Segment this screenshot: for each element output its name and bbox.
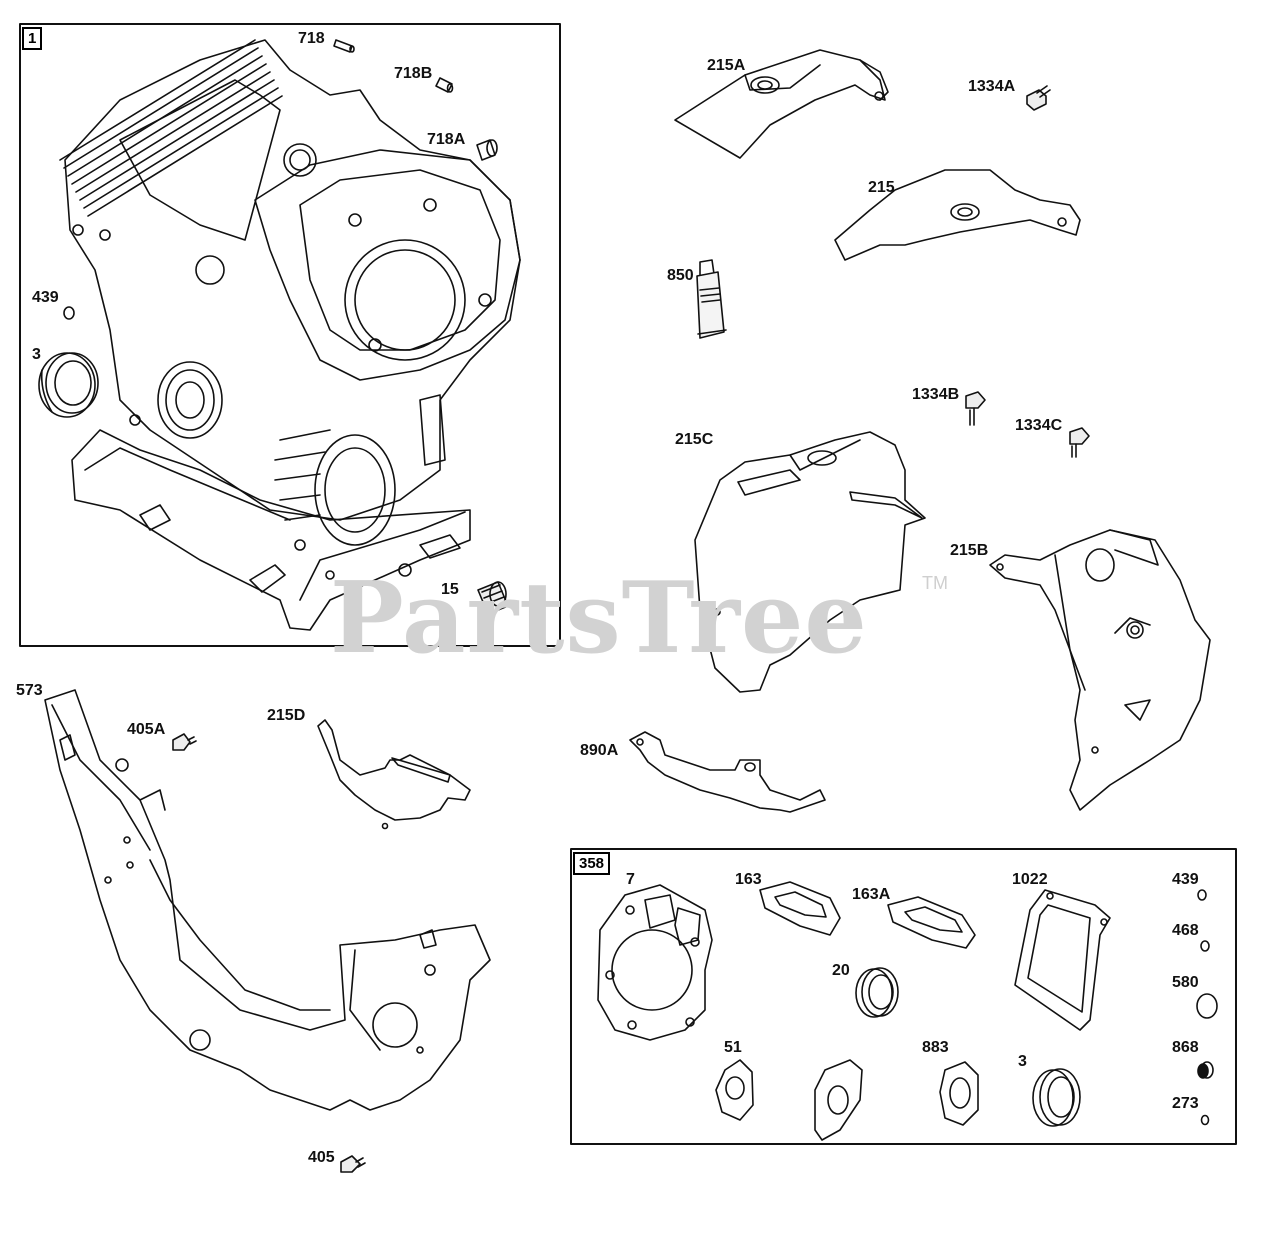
label-gasket-163A[interactable]: 163A (852, 886, 891, 903)
label-15[interactable]: 15 (441, 581, 459, 598)
screw-1334A-drawing (1027, 86, 1050, 110)
shroud-215-drawing (835, 170, 1080, 260)
gasket-unlabeled-drawing (815, 1060, 862, 1140)
gasket-51-drawing (716, 1060, 753, 1120)
label-oring-273[interactable]: 273 (1172, 1095, 1199, 1112)
gasket-1022-drawing (1015, 890, 1110, 1030)
label-890A[interactable]: 890A (580, 742, 619, 759)
oring-439-drawing (64, 307, 74, 319)
label-1334B[interactable]: 1334B (912, 386, 960, 403)
engine-block-drawing (60, 40, 520, 630)
screw-405A-drawing (173, 734, 196, 750)
box-tag-gasket-set: 358 (573, 852, 611, 875)
gasket-163-drawing (760, 882, 840, 935)
oring-273-drawing (1202, 1116, 1209, 1125)
gasket-set-frame (571, 849, 1236, 1144)
label-215B[interactable]: 215B (950, 542, 989, 559)
seal-3-set-drawing (1033, 1069, 1080, 1126)
oring-439-set-drawing (1198, 890, 1206, 900)
label-gasket-883[interactable]: 883 (922, 1039, 949, 1056)
label-oring-468[interactable]: 468 (1172, 922, 1199, 939)
engine-block-frame (20, 24, 560, 646)
plug-868-drawing (1198, 1062, 1213, 1078)
shroud-215A-drawing (675, 50, 888, 158)
label-718B[interactable]: 718B (394, 65, 433, 82)
shroud-215B-drawing (990, 530, 1210, 810)
label-1334A[interactable]: 1334A (968, 78, 1016, 95)
screw-405-drawing (341, 1156, 365, 1172)
box-tag-engine-block: 1 (22, 27, 43, 50)
seal-20-drawing (856, 968, 898, 1017)
bracket-890A-drawing (630, 732, 825, 812)
gasket-163A-drawing (888, 897, 975, 948)
oil-seal-3-drawing (39, 353, 98, 417)
label-gasket-51[interactable]: 51 (724, 1039, 742, 1056)
label-gasket-163[interactable]: 163 (735, 871, 762, 888)
plug-15-drawing (478, 582, 508, 614)
label-3[interactable]: 3 (32, 346, 41, 363)
bracket-215D-drawing (318, 720, 470, 829)
label-seal-3-set[interactable]: 3 (1018, 1053, 1027, 1070)
dowel-718-drawing (334, 40, 354, 52)
cover-573-drawing (45, 690, 490, 1110)
label-215D[interactable]: 215D (267, 707, 306, 724)
oring-468-drawing (1201, 941, 1209, 951)
watermark: PartsTree (330, 561, 868, 676)
label-oring-439[interactable]: 439 (1172, 871, 1199, 888)
head-gasket-7-drawing (598, 885, 712, 1040)
label-718[interactable]: 718 (298, 30, 325, 47)
label-718A[interactable]: 718A (427, 131, 466, 148)
label-215C[interactable]: 215C (675, 431, 714, 448)
label-573[interactable]: 573 (16, 682, 43, 699)
shroud-215C-drawing (695, 432, 925, 692)
label-plug-868[interactable]: 868 (1172, 1039, 1199, 1056)
label-gasket-7[interactable]: 7 (626, 871, 635, 888)
label-850[interactable]: 850 (667, 267, 694, 284)
label-oring-580[interactable]: 580 (1172, 974, 1199, 991)
oring-580-drawing (1197, 994, 1217, 1018)
label-1334C[interactable]: 1334C (1015, 417, 1063, 434)
label-215A[interactable]: 215A (707, 57, 746, 74)
label-405A[interactable]: 405A (127, 721, 166, 738)
bushing-718A-drawing (477, 140, 497, 160)
label-215[interactable]: 215 (868, 179, 895, 196)
dowel-718B-drawing (436, 78, 453, 92)
label-seal-20[interactable]: 20 (832, 962, 850, 979)
label-405[interactable]: 405 (308, 1149, 335, 1166)
gasket-883-drawing (940, 1062, 978, 1125)
screw-1334C-drawing (1070, 428, 1089, 457)
trademark-mark: TM (922, 573, 948, 593)
label-gasket-1022[interactable]: 1022 (1012, 871, 1048, 888)
label-439[interactable]: 439 (32, 289, 59, 306)
sealant-tube-850-drawing (697, 260, 726, 338)
screw-1334B-drawing (966, 392, 985, 425)
